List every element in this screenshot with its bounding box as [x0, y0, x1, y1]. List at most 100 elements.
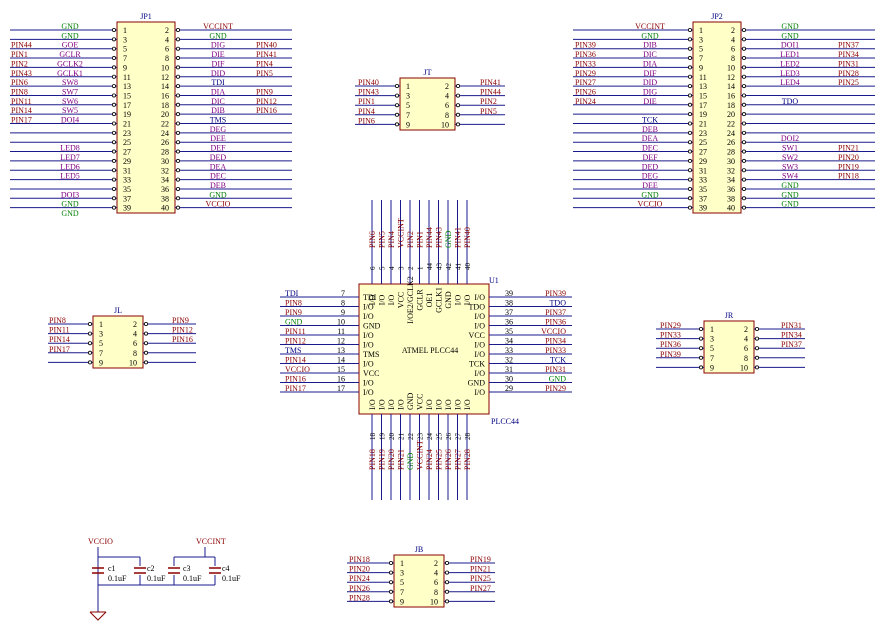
jp1-net-label: DOI4	[61, 116, 79, 125]
jp2-pin-number: 27	[699, 148, 707, 157]
jp1-net-label: GND	[209, 190, 227, 199]
jp1-pin-number: 15	[123, 91, 131, 100]
jp1-net-label: GND	[61, 200, 79, 209]
jp1-pin-number: 8	[165, 54, 169, 63]
jp2-pin-dot	[742, 140, 747, 145]
jl-net-label: PIN12	[172, 326, 193, 335]
u1-pin-number: 37	[505, 308, 513, 317]
jl-pin-number: 7	[99, 349, 103, 358]
jb-pin-dot	[388, 599, 393, 604]
jp2-pin-dot	[742, 37, 747, 42]
u1-pin-name: I/O	[363, 303, 374, 312]
jb-net-label: PIN19	[470, 555, 491, 564]
u1-pin-name: GND	[363, 322, 381, 331]
jp2-pin-number: 32	[727, 166, 735, 175]
jp1-pin-number: 33	[123, 176, 131, 185]
u1-pin-name: I/O	[454, 294, 463, 305]
jp1-pin-number: 1	[123, 26, 127, 35]
jp2-net-label: DIE	[643, 97, 656, 106]
jp1-net-label: GND	[61, 209, 79, 218]
jt-pin-number: 9	[406, 120, 410, 129]
jl-pin-dot	[88, 331, 93, 336]
jr-pin-dot	[755, 355, 760, 360]
jt-pin-dot	[455, 112, 460, 117]
jp1-pin-number: 11	[123, 73, 131, 82]
jt-net-label: PIN5	[480, 107, 497, 116]
jp1-pin-number: 27	[123, 148, 131, 157]
jp1-pin-number: 28	[161, 148, 169, 157]
jb-pin-dot	[388, 580, 393, 585]
jp1-pin-number: 37	[123, 194, 131, 203]
jt-net-label: PIN6	[358, 116, 375, 125]
jp2-pin-number: 29	[699, 157, 707, 166]
jp2-pin-dot	[688, 27, 693, 32]
jb-pin-number: 8	[434, 588, 438, 597]
jp1-pin-dot	[112, 149, 117, 154]
jp1-pin-dot	[112, 196, 117, 201]
jp2-net-label: TCK	[642, 116, 658, 125]
jt-ref: JT	[424, 68, 432, 77]
jr-pin-number: 4	[744, 335, 748, 344]
jp2-net-label: DEA	[642, 134, 659, 143]
jp1-pin-dot	[175, 186, 180, 191]
jp1-pin-number: 38	[161, 194, 169, 203]
jp1-net-label: SW5	[62, 106, 78, 115]
jr-pin-number: 3	[710, 335, 714, 344]
jp2-pin-dot	[742, 168, 747, 173]
u1-net-label: PIN19	[378, 449, 387, 470]
jp1-pin-dot	[175, 168, 180, 173]
cap-c1-ref: c1	[108, 564, 116, 573]
jp2-net-label: DIB	[643, 41, 657, 50]
jp2-pin-number: 10	[727, 63, 735, 72]
u1-pin-name: OE1	[425, 293, 434, 308]
jp1-pin-number: 2	[165, 26, 169, 35]
jp2-net-label: SW3	[782, 162, 798, 171]
jp1-net-label: SW8	[62, 78, 78, 87]
u1-pin-number: 34	[505, 337, 513, 346]
jp1-pin-dot	[175, 205, 180, 210]
jp2-pin-number: 17	[699, 101, 707, 110]
u1-net-label: PIN40	[463, 227, 472, 248]
cap-c2-ref: c2	[147, 564, 155, 573]
jp2-pin-dot	[688, 149, 693, 154]
jp2-pin-number: 34	[727, 176, 735, 185]
u1-net-label: PIN29	[545, 384, 566, 393]
u1-pin-number: 22	[407, 433, 415, 441]
jp2-pin-dot	[688, 84, 693, 89]
jt-net-label: PIN43	[358, 88, 379, 97]
jp1-net-label: VCCIO	[206, 200, 231, 209]
jp1-pin-number: 32	[161, 166, 169, 175]
jp2-pin-number: 8	[731, 54, 735, 63]
cap-c3-ref: c3	[183, 564, 191, 573]
chip-u1[interactable]: ATMEL PLCC44U1PLCC446I/OPIN65I/OPIN54I/O…	[280, 200, 572, 500]
jp1-net-label: PIN12	[256, 97, 277, 106]
u1-pin-name: I/O	[363, 341, 374, 350]
jp2-net-label: SW4	[782, 172, 798, 181]
jp1-pin-number: 14	[161, 82, 169, 91]
jp2-pin-dot	[688, 102, 693, 107]
jp2-pin-dot	[688, 158, 693, 163]
u1-pin-name: I/O	[474, 350, 485, 359]
jp2-pin-number: 38	[727, 194, 735, 203]
u1-pin-name: I/O	[474, 388, 485, 397]
jp2-net-label: DEE	[642, 181, 658, 190]
jp1-net-label: PIN9	[256, 87, 273, 96]
u1-pin-number: 36	[505, 318, 513, 327]
jp2-body	[692, 21, 742, 214]
jp1-pin-dot	[112, 46, 117, 51]
jp1-pin-dot	[112, 37, 117, 42]
capacitor-c1-symbol	[92, 567, 104, 574]
jb-net-label: PIN20	[349, 565, 370, 574]
jp2-net-label: GND	[781, 181, 799, 190]
jp2-net-label: VCCINT	[635, 22, 665, 31]
jp2-pin-number: 23	[699, 129, 707, 138]
jp2-pin-number: 26	[727, 138, 735, 147]
jp2-pin-number: 13	[699, 82, 707, 91]
u1-pin-number: 5	[379, 266, 387, 270]
